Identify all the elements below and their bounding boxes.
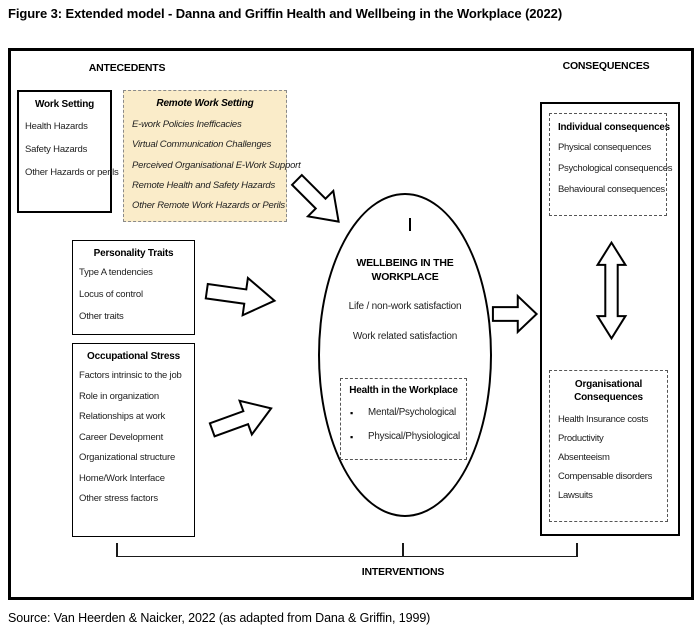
individual-consequences-title: Individual consequences — [558, 122, 670, 133]
interventions-bracket-right-tick — [576, 543, 578, 557]
personality-to-wellbeing-arrow-icon — [202, 270, 279, 322]
list-item: Compensable disorders — [558, 471, 653, 482]
list-item: Remote Health and Safety Hazards — [132, 179, 276, 191]
consequences-outer-box — [540, 102, 680, 536]
work-setting-title: Work Setting — [34, 99, 95, 110]
remote-work-to-wellbeing-arrow-icon — [282, 165, 354, 237]
interventions-header: INTERVENTIONS — [361, 566, 445, 578]
wellbeing-to-consequences-arrow-icon — [492, 294, 538, 334]
list-item: Other Remote Work Hazards or Perils — [132, 200, 285, 212]
diagram-frame — [8, 48, 694, 600]
list-item: Physical consequences — [558, 142, 651, 153]
remote-work-setting-title: Remote Work Setting — [156, 98, 254, 109]
list-item: Role in organization — [79, 390, 159, 402]
interventions-bracket-line — [117, 556, 578, 557]
interventions-bracket-left-tick — [116, 543, 118, 557]
source-caption: Source: Van Heerden & Naicker, 2022 (as … — [8, 611, 431, 625]
list-item: Other Hazards or perils — [25, 167, 119, 178]
list-item: Other traits — [79, 311, 124, 322]
list-item: Productivity — [558, 433, 604, 444]
list-item: Health Insurance costs — [558, 414, 649, 425]
list-item: Psychological consequences — [558, 163, 673, 174]
list-item: Behavioural consequences — [558, 184, 665, 195]
occupational-stress-title: Occupational Stress — [87, 351, 180, 362]
remote-work-setting-box: Remote Work Setting E-work Policies Inef… — [123, 90, 301, 222]
list-item: Lawsuits — [558, 490, 593, 501]
list-item: Type A tendencies — [79, 267, 153, 278]
health-in-workplace-title: Health in the Workplace — [349, 385, 458, 396]
wellbeing-ellipse — [318, 193, 492, 517]
individual-organisational-double-arrow-icon — [596, 241, 627, 340]
wellbeing-item-work-satisfaction: Work related satisfaction — [352, 331, 458, 342]
list-item: Virtual Communication Challenges — [132, 139, 272, 151]
health-in-workplace-box: Health in the Workplace Mental/Psycholog… — [340, 378, 467, 460]
wellbeing-title: WELLBEING IN THE WORKPLACE — [356, 257, 454, 283]
health-in-workplace-items: Mental/PsychologicalPhysical/Physiologic… — [341, 401, 466, 449]
consequences-header: CONSEQUENCES — [562, 60, 650, 72]
list-item: Career Development — [79, 431, 164, 443]
list-item: Absenteeism — [558, 452, 610, 463]
list-item: Organizational structure — [79, 452, 176, 463]
list-item: Home/Work Interface — [79, 472, 165, 484]
organisational-consequences-title: Organisational Consequences — [574, 379, 643, 403]
list-item: E-work Policies Inefficacies — [132, 119, 242, 130]
antecedents-header: ANTECEDENTS — [88, 62, 166, 74]
personality-traits-title: Personality Traits — [93, 248, 174, 259]
list-item: Health Hazards — [25, 121, 88, 132]
interventions-bracket-middle-tick — [402, 543, 404, 557]
occupational-stress-box: Occupational Stress Factors intrinsic to… — [72, 343, 195, 537]
list-item: Safety Hazards — [25, 144, 88, 155]
list-item: Other stress factors — [79, 493, 158, 504]
individual-consequences-box: Individual consequences Physical consequ… — [549, 113, 673, 216]
list-item: Perceived Organisational E-Work Support — [132, 159, 301, 171]
list-item: Locus of control — [79, 289, 143, 300]
figure-title: Figure 3: Extended model - Danna and Gri… — [8, 6, 563, 21]
list-item: Factors intrinsic to the job — [79, 370, 182, 381]
ellipse-top-tick — [409, 218, 411, 231]
occupational-stress-to-wellbeing-arrow-icon — [204, 389, 280, 449]
list-item: Relationships at work — [79, 411, 166, 422]
list-item: Physical/Physiological — [341, 425, 466, 449]
organisational-consequences-box: Organisational Consequences Health Insur… — [549, 370, 668, 522]
list-item: Mental/Psychological — [341, 401, 466, 425]
wellbeing-item-life-satisfaction: Life / non-work satisfaction — [348, 301, 462, 312]
